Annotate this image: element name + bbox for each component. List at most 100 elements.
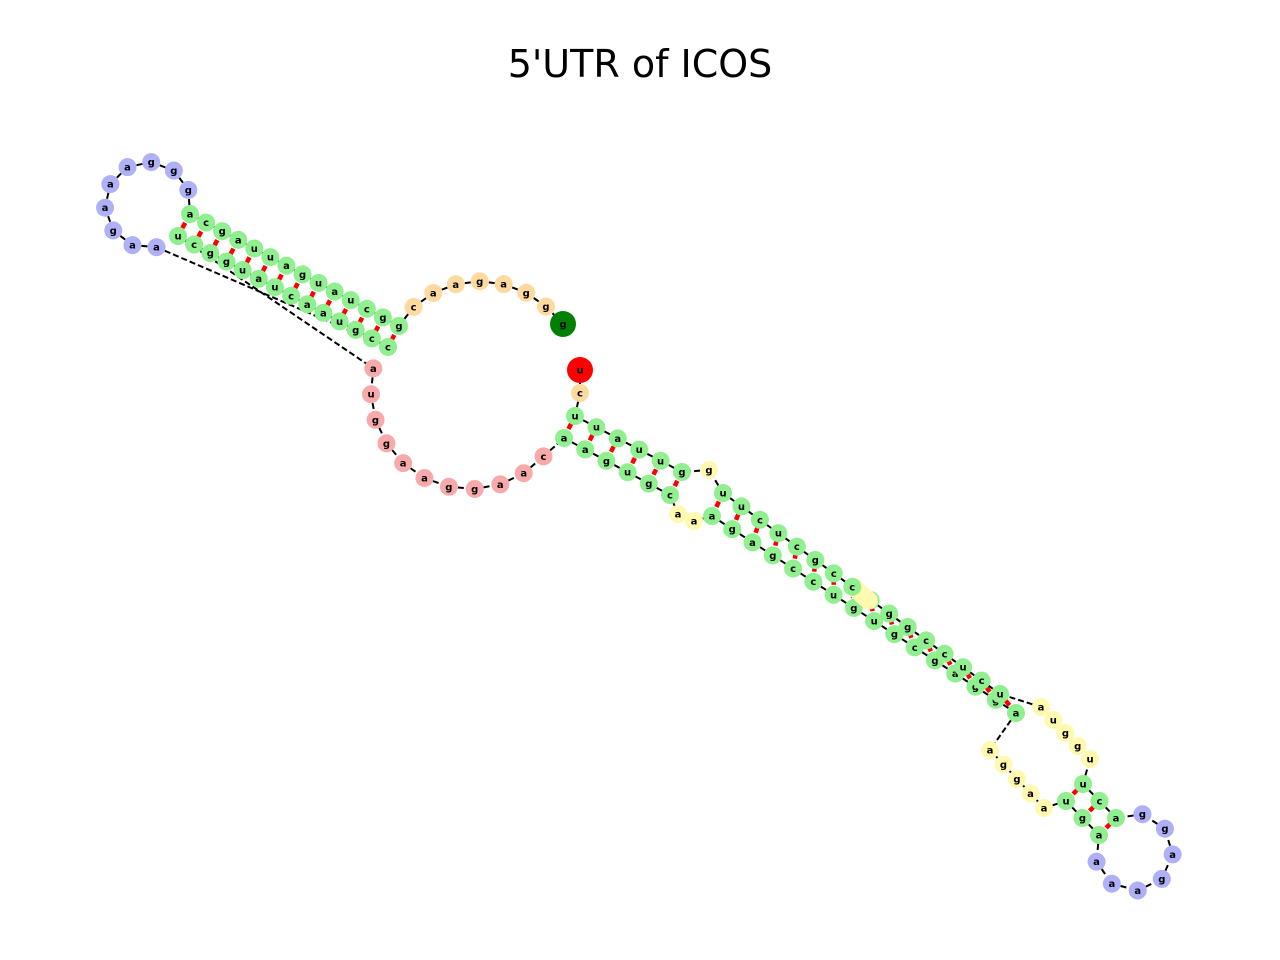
multiloop-nucleotide: g bbox=[439, 477, 458, 496]
nucleotide-circle bbox=[185, 235, 204, 254]
multiloop-nucleotide: g bbox=[465, 479, 484, 498]
stem2-nucleotide: a bbox=[555, 429, 573, 447]
nucleotide-label: g bbox=[471, 484, 478, 495]
nucleotide-circle bbox=[824, 585, 843, 604]
nucleotide-label: c bbox=[385, 343, 391, 354]
hairpin-loop-nucleotide: a bbox=[1087, 852, 1106, 871]
stem2-nucleotide: u bbox=[769, 524, 788, 543]
exterior-nucleotide: c bbox=[404, 297, 423, 316]
nucleotide-circle bbox=[651, 451, 670, 470]
nucleotide-label: c bbox=[364, 304, 370, 315]
stem1-nucleotide: a bbox=[298, 295, 317, 314]
stem1-nucleotide: g bbox=[213, 222, 232, 241]
nucleotide-circle bbox=[181, 205, 199, 223]
stem2-nucleotide: u bbox=[651, 451, 670, 470]
stem1-nucleotide: u bbox=[245, 239, 264, 258]
multiloop-nucleotide: a bbox=[514, 464, 533, 483]
nucleotide-circle bbox=[217, 252, 236, 271]
nucleotide-circle bbox=[494, 275, 513, 294]
nucleotide-label: c bbox=[411, 302, 417, 313]
nucleotide-label: c bbox=[288, 291, 294, 302]
nucleotide-circle bbox=[1128, 881, 1147, 900]
nucleotide-circle bbox=[229, 230, 248, 249]
nucleotide-circle bbox=[880, 604, 899, 623]
nucleotide-label: u bbox=[960, 663, 967, 674]
nucleotide-circle bbox=[1081, 750, 1099, 768]
five-prime-end-node: g bbox=[550, 311, 576, 337]
nucleotide-label: g bbox=[395, 322, 402, 333]
nucleotide-label: u bbox=[636, 445, 643, 456]
stem2-nucleotide: a bbox=[1007, 704, 1025, 722]
nucleotide-label: g bbox=[185, 185, 192, 196]
stem2-nucleotide: u bbox=[824, 585, 843, 604]
nucleotide-circle bbox=[1057, 792, 1075, 810]
nucleotide-circle bbox=[732, 497, 751, 516]
nucleotide-circle bbox=[101, 175, 120, 194]
stem2-nucleotide: c bbox=[750, 510, 769, 529]
nucleotide-circle bbox=[630, 440, 649, 459]
nucleotide-label: u bbox=[996, 690, 1003, 701]
hairpin-loop-nucleotide: a bbox=[1163, 845, 1182, 864]
nucleotide-circle bbox=[201, 244, 220, 263]
nucleotide-circle bbox=[330, 312, 349, 331]
stem2-nucleotide: u bbox=[566, 407, 584, 425]
nucleotide-circle bbox=[357, 299, 376, 318]
nucleotide-circle bbox=[1087, 852, 1106, 871]
interior-loop-nucleotide: a bbox=[981, 741, 999, 759]
nucleotide-label: a bbox=[691, 517, 698, 528]
stem2-nucleotide: u bbox=[1074, 775, 1092, 793]
stem1-nucleotide: u bbox=[233, 261, 252, 280]
hairpin-loop-nucleotide: a bbox=[147, 238, 166, 257]
stem2-nucleotide: a bbox=[703, 507, 721, 525]
nucleotide-label: g bbox=[170, 166, 177, 177]
nucleotide-label: u bbox=[830, 590, 837, 601]
nucleotide-circle bbox=[763, 546, 782, 565]
stem1-nucleotide: a bbox=[325, 282, 344, 301]
interior-loop-nucleotide: g bbox=[1068, 737, 1087, 755]
stem1-nucleotide: g bbox=[293, 265, 312, 284]
stem1-nucleotide: u bbox=[309, 273, 328, 292]
nucleotide-label: g bbox=[148, 158, 155, 169]
stem2-nucleotide: g bbox=[723, 520, 742, 539]
nucleotide-circle bbox=[981, 741, 999, 759]
hairpin-loop-nucleotide: g bbox=[142, 153, 161, 172]
nucleotide-label: g bbox=[645, 479, 652, 490]
nucleotide-label: g bbox=[1074, 742, 1081, 753]
nucleotide-circle bbox=[366, 410, 385, 429]
nucleotide-circle bbox=[804, 572, 823, 591]
stem2-nucleotide: g bbox=[898, 618, 917, 636]
nucleotide-circle bbox=[439, 477, 458, 496]
nucleotide-label: c bbox=[849, 582, 855, 593]
nucleotide-circle bbox=[197, 213, 216, 232]
backbone-link bbox=[999, 693, 1042, 708]
nucleotide-label: g bbox=[1139, 810, 1146, 821]
nucleotide-circle bbox=[1152, 869, 1171, 888]
multiloop-nucleotide: a bbox=[394, 454, 413, 473]
exterior-nucleotide: c bbox=[571, 384, 589, 402]
hairpin-loop-nucleotide: a bbox=[96, 198, 115, 217]
nucleotide-label: u bbox=[719, 489, 726, 500]
nucleotide-label: a bbox=[1113, 814, 1120, 825]
stem1-nucleotide: u bbox=[261, 248, 280, 267]
nucleotide-circle bbox=[576, 440, 595, 459]
nucleotide-label: a bbox=[1093, 857, 1100, 868]
nucleotide-label: a bbox=[1108, 879, 1115, 890]
bulge-nucleotide: a bbox=[669, 505, 687, 523]
hairpin-loop-nucleotide: a bbox=[118, 158, 137, 177]
nucleotide-label: a bbox=[124, 163, 131, 174]
nucleotide-label: a bbox=[749, 538, 756, 549]
nucleotide-circle bbox=[277, 256, 296, 275]
stem1-nucleotide: g bbox=[373, 308, 392, 327]
nucleotide-label: g bbox=[110, 226, 117, 237]
nucleotide-circle bbox=[550, 311, 576, 337]
hairpin-loop-nucleotide: a bbox=[1102, 874, 1121, 893]
nucleotide-label: a bbox=[421, 473, 428, 484]
nucleotide-circle bbox=[723, 520, 742, 539]
nucleotide-circle bbox=[618, 463, 637, 482]
nucleotide-label: a bbox=[331, 287, 338, 298]
stem1-nucleotide: u bbox=[265, 278, 284, 297]
nucleotide-label: u bbox=[347, 296, 354, 307]
exterior-nucleotide: g bbox=[537, 297, 556, 316]
nucleotide-label: u bbox=[624, 468, 631, 479]
nucleotide-label: u bbox=[576, 366, 583, 377]
